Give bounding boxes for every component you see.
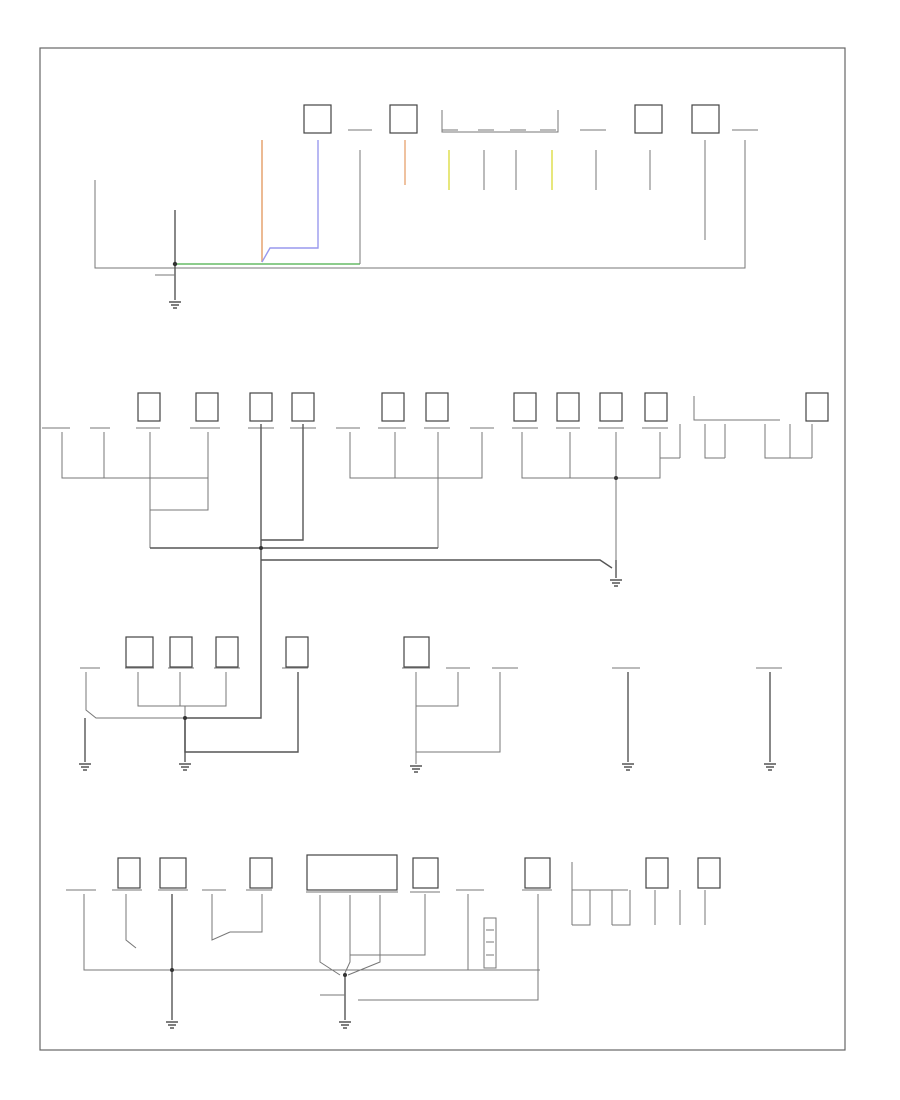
wire <box>659 424 813 459</box>
wire <box>175 140 746 269</box>
ground-symbol <box>610 579 622 587</box>
splice-dot <box>172 261 178 267</box>
component-box <box>117 857 141 889</box>
wire <box>415 672 501 764</box>
splice-dot <box>170 968 174 972</box>
component-box <box>524 857 551 889</box>
component-box <box>412 857 439 889</box>
component-box <box>169 636 193 668</box>
component-bracket <box>693 396 780 421</box>
component-box <box>513 392 537 422</box>
splice-dot <box>343 973 347 977</box>
connector-ticks <box>66 889 552 893</box>
component-bracket <box>441 110 559 133</box>
ground-symbols <box>166 1021 351 1029</box>
component-box <box>303 104 332 134</box>
ground-symbol <box>169 301 181 309</box>
component-box <box>291 392 315 422</box>
component-box <box>697 857 721 889</box>
wire <box>521 432 661 560</box>
component-box <box>215 636 239 668</box>
component-box <box>137 392 161 422</box>
component-box <box>644 392 668 422</box>
wire <box>483 150 651 190</box>
wire-trunk <box>84 590 299 762</box>
wire <box>85 672 227 719</box>
splice-dot <box>614 476 618 480</box>
splice-dot <box>183 716 187 720</box>
component-box <box>249 857 273 889</box>
component-box <box>805 392 829 422</box>
wire <box>61 432 209 548</box>
wire-blue <box>261 140 319 263</box>
component-box <box>645 857 669 889</box>
wire-trunk <box>261 559 613 569</box>
component-box <box>403 636 430 668</box>
wire <box>83 894 540 971</box>
connector-plug <box>483 917 497 969</box>
section-1 <box>94 104 758 309</box>
wire-trunk <box>261 424 304 541</box>
component-box <box>381 392 405 422</box>
component-box <box>125 636 154 668</box>
component-box <box>306 854 398 891</box>
ground-symbols <box>79 763 776 773</box>
component-box <box>159 857 187 889</box>
component-box <box>634 104 663 134</box>
component-box <box>195 392 219 422</box>
component-box <box>389 104 418 134</box>
component-box <box>556 392 580 422</box>
section-4 <box>66 854 721 1029</box>
wire <box>94 180 175 269</box>
wire <box>319 894 426 976</box>
diagram-frame <box>39 47 846 1051</box>
component-box <box>691 104 720 134</box>
splice-dot <box>259 546 263 550</box>
component-bracket <box>571 862 628 891</box>
component-box <box>249 392 273 422</box>
wire <box>349 432 483 548</box>
component-box <box>425 392 449 422</box>
section-2 <box>42 392 829 590</box>
wire <box>358 890 706 1001</box>
section-3 <box>79 590 782 773</box>
component-box <box>285 636 309 668</box>
component-box <box>599 392 623 422</box>
